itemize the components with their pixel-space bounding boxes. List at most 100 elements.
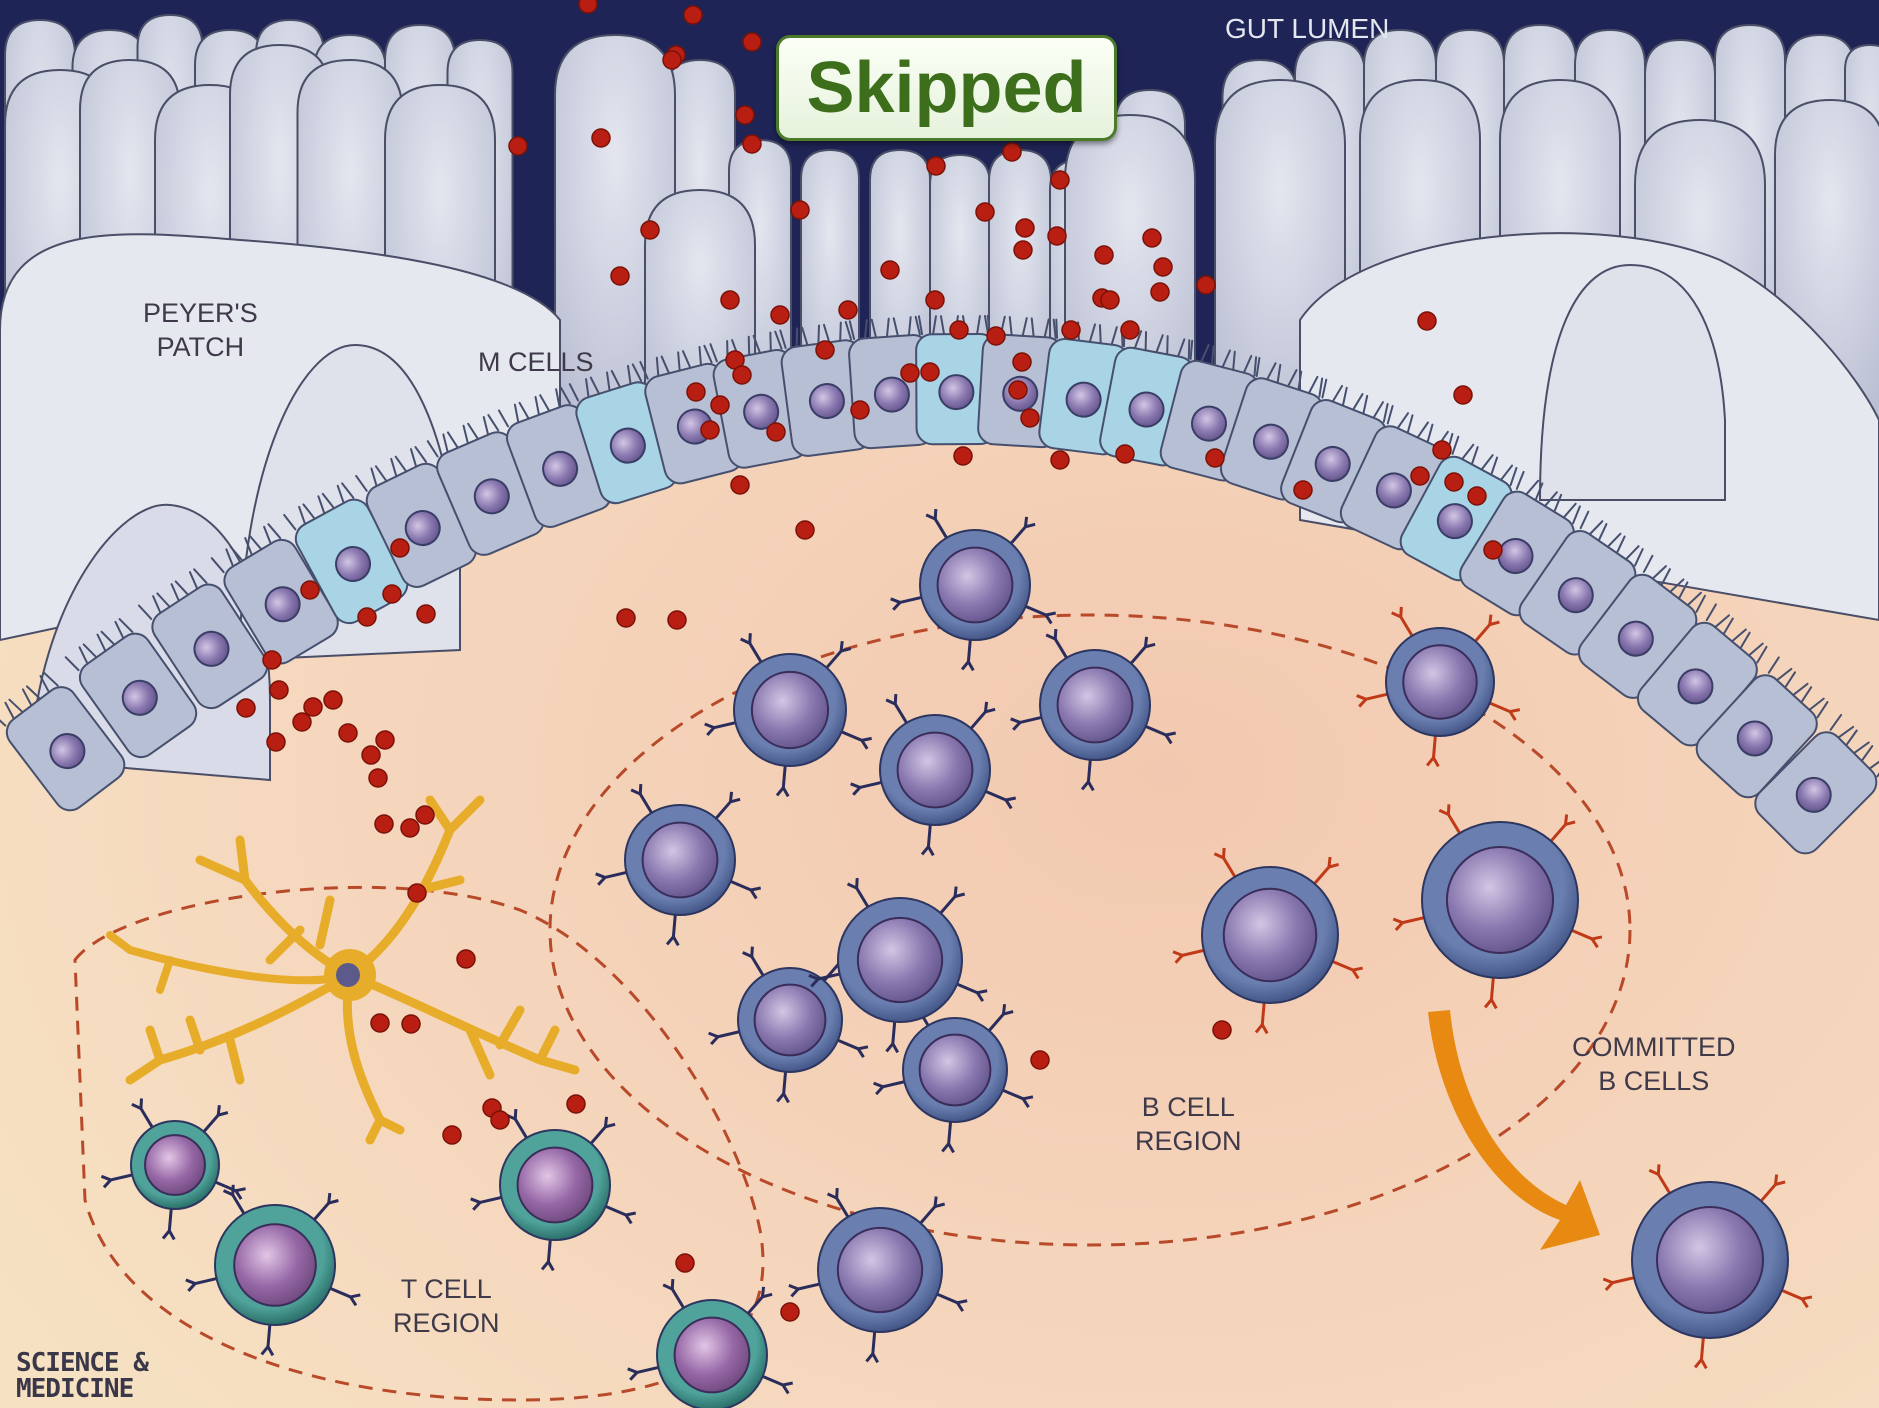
antigen-particle <box>402 1015 420 1033</box>
antigen-particle <box>1116 445 1134 463</box>
antigen-particle <box>781 1303 799 1321</box>
antigen-particle <box>1294 481 1312 499</box>
antigen-particle <box>369 769 387 787</box>
antigen-particle <box>954 447 972 465</box>
antigen-particle <box>1009 381 1027 399</box>
antigen-particle <box>731 476 749 494</box>
antigen-particle <box>1151 283 1169 301</box>
antigen-particle <box>293 713 311 731</box>
antigen-particle <box>1003 143 1021 161</box>
antigen-particle <box>881 261 899 279</box>
gut-lumen-label: GUT LUMEN <box>1225 12 1389 46</box>
t-cell-region-label-line2: REGION <box>393 1306 500 1340</box>
antigen-particle <box>383 585 401 603</box>
b-cell-region-label-line2: REGION <box>1135 1124 1242 1158</box>
antigen-particle <box>362 746 380 764</box>
antigen-particle <box>701 421 719 439</box>
antigen-particle <box>663 51 681 69</box>
antigen-particle <box>901 364 919 382</box>
antigen-particle <box>324 691 342 709</box>
antigen-particle <box>1021 409 1039 427</box>
antigen-particle <box>921 363 939 381</box>
antigen-particle <box>736 106 754 124</box>
antigen-particle <box>796 521 814 539</box>
antigen-particle <box>767 423 785 441</box>
antigen-particle <box>950 321 968 339</box>
committed-b-cells-label-line2: B CELLS <box>1572 1064 1735 1098</box>
antigen-particle <box>443 1126 461 1144</box>
antigen-particle <box>358 608 376 626</box>
publisher-credit: SCIENCE & MEDICINE <box>16 1350 148 1402</box>
antigen-particle <box>567 1095 585 1113</box>
antigen-particle <box>391 539 409 557</box>
skipped-badge: Skipped <box>776 35 1117 141</box>
peyers-patch-label-line2: PATCH <box>143 330 258 364</box>
antigen-particle <box>304 698 322 716</box>
antigen-particle <box>1484 541 1502 559</box>
antigen-particle <box>1016 219 1034 237</box>
committed-b-cells-label: COMMITTED B CELLS <box>1572 1030 1735 1098</box>
antigen-particle <box>416 806 434 824</box>
antigen-particle <box>592 129 610 147</box>
antigen-particle <box>375 815 393 833</box>
antigen-particle <box>851 401 869 419</box>
antigen-particle <box>1418 312 1436 330</box>
antigen-particle <box>687 383 705 401</box>
antigen-particle <box>1468 487 1486 505</box>
antigen-particle <box>641 221 659 239</box>
publisher-credit-line1: SCIENCE & <box>16 1350 148 1376</box>
antigen-particle <box>509 137 527 155</box>
antigen-particle <box>743 33 761 51</box>
antigen-particle <box>1048 227 1066 245</box>
antigen-particle <box>1433 441 1451 459</box>
antigen-particle <box>270 681 288 699</box>
antigen-particle <box>1051 451 1069 469</box>
skipped-badge-text: Skipped <box>806 47 1086 129</box>
antigen-particle <box>376 731 394 749</box>
antigen-particle <box>1121 321 1139 339</box>
antigen-particle <box>976 203 994 221</box>
antigen-particle <box>668 611 686 629</box>
peyers-patch-label-line1: PEYER'S <box>143 296 258 330</box>
antigen-particle <box>401 819 419 837</box>
committed-b-cells-label-line1: COMMITTED <box>1572 1030 1735 1064</box>
antigen-particle <box>676 1254 694 1272</box>
antigen-particle <box>1031 1051 1049 1069</box>
antigen-particle <box>1411 467 1429 485</box>
antigen-particle <box>733 366 751 384</box>
antigen-particle <box>491 1111 509 1129</box>
antigen-particle <box>711 396 729 414</box>
antigen-particle <box>611 267 629 285</box>
antigen-particle <box>1095 246 1113 264</box>
antigen-particle <box>417 605 435 623</box>
b-cell-region-label-line1: B CELL <box>1135 1090 1242 1124</box>
antigen-particle <box>579 0 597 13</box>
antigen-particle <box>457 950 475 968</box>
antigen-particle <box>1143 229 1161 247</box>
antigen-particle <box>927 157 945 175</box>
antigen-particle <box>743 135 761 153</box>
antigen-particle <box>1213 1021 1231 1039</box>
antigen-particle <box>301 581 319 599</box>
antigen-particle <box>839 301 857 319</box>
antigen-particle <box>721 291 739 309</box>
antigen-particle <box>1062 321 1080 339</box>
antigen-particle <box>1014 241 1032 259</box>
b-cell-region-label: B CELL REGION <box>1135 1090 1242 1158</box>
antigen-particle <box>1154 258 1172 276</box>
antigen-particle <box>617 609 635 627</box>
antigen-particle <box>771 306 789 324</box>
antigen-particle <box>1197 276 1215 294</box>
publisher-credit-line2: MEDICINE <box>16 1376 148 1402</box>
antigen-particle <box>263 651 281 669</box>
antigen-particle <box>339 724 357 742</box>
antigen-particle <box>1013 353 1031 371</box>
antigen-particle <box>237 699 255 717</box>
antigen-particle <box>816 341 834 359</box>
antigen-particle <box>791 201 809 219</box>
antigen-particle <box>1206 449 1224 467</box>
antigen-particle <box>1454 386 1472 404</box>
antigen-particle <box>1051 171 1069 189</box>
